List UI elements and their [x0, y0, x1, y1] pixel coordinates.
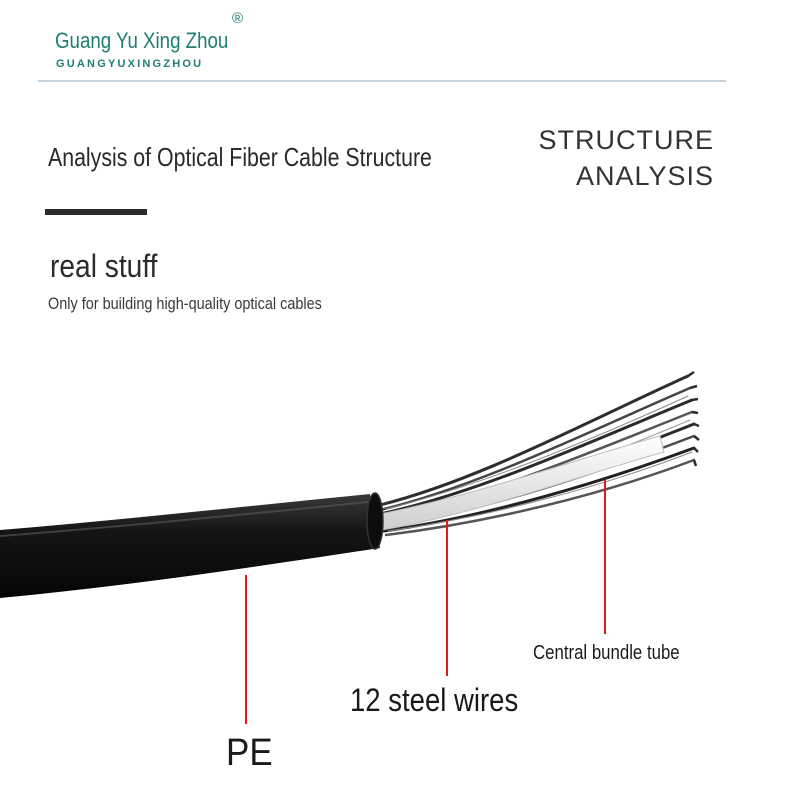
jacket-cut-end: [366, 492, 384, 550]
bundle-tube-label: Central bundle tube: [533, 642, 680, 664]
brand-subname: GUANGYUXINGZHOU: [56, 58, 204, 70]
subhead: real stuff: [50, 248, 158, 284]
steel-wires-label: 12 steel wires: [350, 682, 519, 718]
page-title: Analysis of Optical Fiber Cable Structur…: [48, 142, 432, 172]
jacket-highlight: [0, 501, 369, 537]
tagline: Only for building high-quality optical c…: [48, 294, 322, 313]
brand-name: Guang Yu Xing Zhou: [55, 28, 229, 53]
central-bundle-tube: [379, 435, 665, 531]
pe-label: PE: [226, 732, 273, 774]
structure-label-line1: STRUCTURE: [538, 125, 714, 155]
wire-tips: [687, 370, 700, 467]
header-divider: [38, 80, 726, 82]
structure-analysis-label: STRUCTURE ANALYSIS: [539, 122, 715, 194]
structure-label-line2: ANALYSIS: [575, 161, 714, 191]
pe-jacket: [0, 494, 380, 598]
title-underline: [45, 209, 147, 215]
registered-mark: ®: [232, 10, 244, 27]
